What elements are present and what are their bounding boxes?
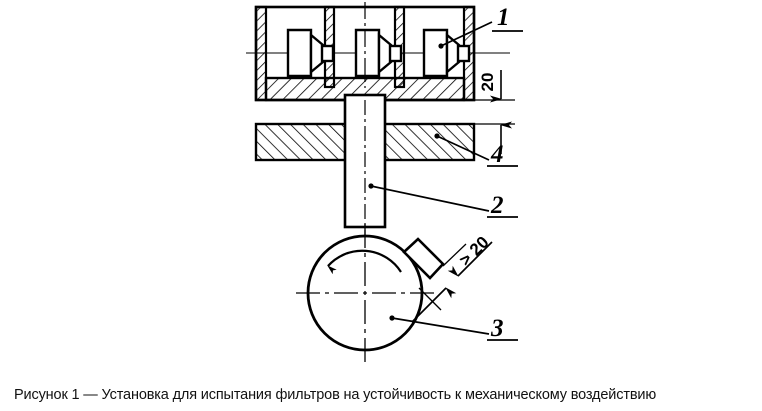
filter-specimen-3	[422, 28, 471, 78]
dim-arrow-diag-upper	[447, 241, 493, 277]
filter-specimen-1	[286, 28, 335, 78]
hammer-arm	[402, 237, 445, 280]
ext-line-diag-b	[418, 287, 442, 311]
support-block-left	[254, 122, 350, 162]
callout-4-dot	[434, 133, 440, 139]
callout-3-dot	[389, 315, 395, 321]
callout-1-dot	[438, 43, 444, 49]
ext-line-diag-a	[442, 243, 467, 267]
callout-2: 2	[368, 183, 518, 219]
callout-2-leader	[370, 185, 490, 212]
callout-2-label: 2	[490, 192, 504, 219]
rotating-drum	[296, 224, 445, 362]
callout-4-leader	[436, 135, 490, 161]
vertical-rod	[343, 93, 387, 242]
callout-3-label: 3	[490, 315, 504, 342]
dimension-label-gt20: > 20	[456, 233, 493, 270]
rotation-arrow-icon	[327, 249, 402, 275]
callout-2-dot	[368, 183, 374, 189]
figure-caption: Рисунок 1 — Установка для испытания филь…	[0, 378, 762, 411]
drawing-canvas: 20 > 20 1 4	[246, 2, 523, 362]
support-block-right	[382, 122, 476, 162]
callout-3: 3	[389, 315, 518, 342]
test-chamber-assembly	[246, 2, 510, 102]
support-blocks	[254, 122, 476, 162]
dimension-vertical-20: 20	[474, 70, 515, 154]
callout-1: 1	[438, 4, 523, 49]
dim-arrow-diag-lower	[411, 287, 457, 323]
callout-4-label: 4	[490, 141, 504, 168]
dimension-label-20: 20	[478, 73, 497, 92]
figure-caption-text: Рисунок 1 — Установка для испытания филь…	[14, 386, 657, 403]
callout-1-leader	[440, 21, 493, 47]
callout-1-label: 1	[497, 4, 510, 31]
callout-3-leader	[391, 317, 490, 335]
filter-specimen-2	[354, 28, 403, 78]
technical-drawing: 20 > 20 1 4	[246, 2, 523, 362]
callout-4: 4	[434, 133, 518, 168]
